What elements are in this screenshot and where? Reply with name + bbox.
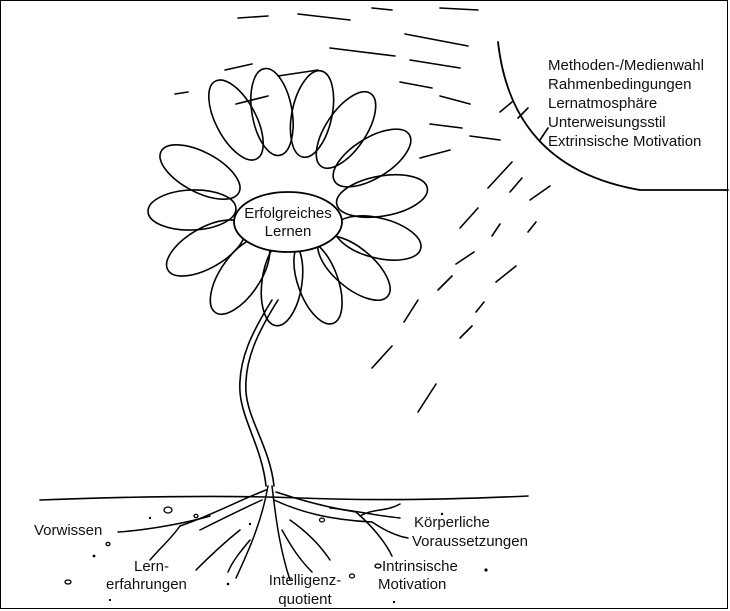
root-label-intrinsisch-1: Intrinsische	[382, 558, 458, 575]
root-label-lernerfahrungen-2: erfahrungen	[106, 576, 187, 593]
sun-factor-item: Lernatmosphäre	[548, 94, 704, 113]
center-label: Erfolgreiches Lernen	[236, 205, 340, 241]
flower-stem	[240, 300, 278, 486]
root-label-intelligenz-2: quotient	[260, 591, 350, 608]
root-label-lernerfahrungen-1: Lern-	[134, 558, 169, 575]
sun-rays	[175, 8, 550, 412]
ground-line	[40, 496, 528, 500]
root-label-vorwissen: Vorwissen	[34, 522, 102, 539]
center-label-line2: Lernen	[236, 223, 340, 241]
root-label-intrinsisch-2: Motivation	[378, 576, 446, 593]
center-label-line1: Erfolgreiches	[236, 205, 340, 223]
sun-factor-item: Extrinsische Motivation	[548, 132, 704, 151]
sun-factor-item: Rahmenbedingungen	[548, 75, 704, 94]
sun-factor-list: Methoden-/Medienwahl Rahmenbedingungen L…	[548, 56, 704, 151]
root-label-intelligenz-1: Intelligenz-	[260, 572, 350, 589]
sun-factor-item: Unterweisungsstil	[548, 113, 704, 132]
sun-factor-item: Methoden-/Medienwahl	[548, 56, 704, 75]
root-label-koerper-2: Voraussetzungen	[412, 533, 528, 550]
root-label-koerper-1: Körperliche	[414, 514, 490, 531]
